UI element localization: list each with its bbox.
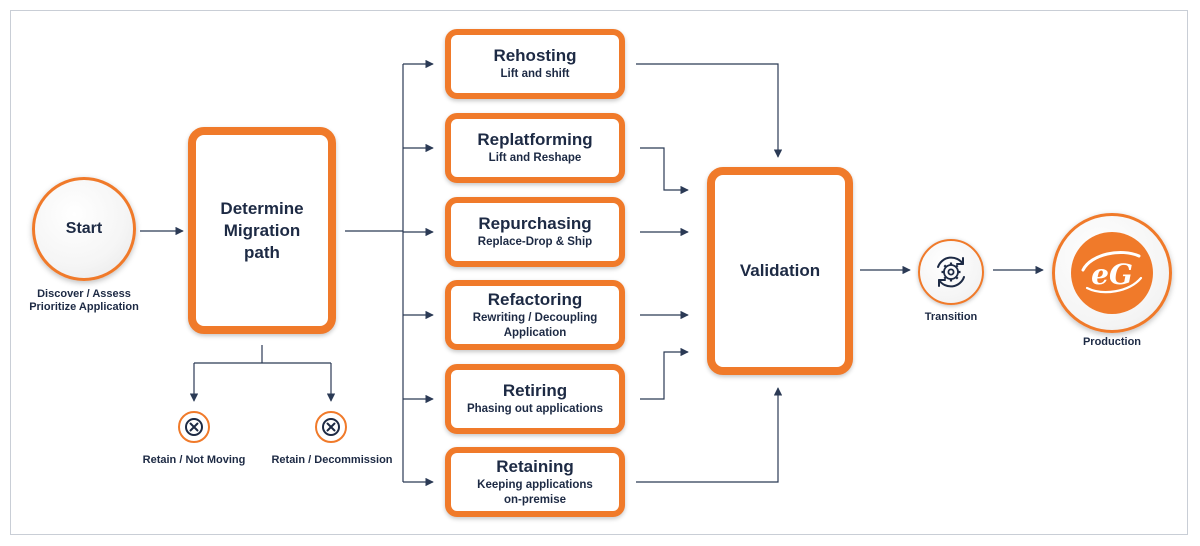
strategy-title: Retaining [496, 456, 574, 476]
determine-line3: path [244, 242, 280, 262]
determine-migration-box: Determine Migration path [188, 127, 336, 334]
strategy-retiring: Retiring Phasing out applications [445, 364, 625, 434]
strategy-subtitle-line2: on-premise [504, 493, 566, 506]
start-caption-line1: Discover / Assess [37, 288, 131, 300]
retain-not-moving-label: Retain / Not Moving [142, 454, 246, 466]
determine-line1: Determine [220, 198, 304, 218]
arrow-replatforming-to-validation [640, 147, 689, 195]
eg-logo-icon: eG [1071, 232, 1153, 314]
logo-text: eG [1091, 258, 1133, 291]
start-caption: Discover / Assess Prioritize Application [22, 288, 146, 314]
validation-label: Validation [739, 261, 821, 280]
strategy-title: Refactoring [487, 289, 583, 309]
diagram-frame [10, 10, 1188, 535]
production-label: Production [1082, 336, 1142, 348]
gear-cycle-icon [937, 256, 965, 288]
arrow-retiring-to-validation [640, 347, 689, 400]
strategy-title: Retiring [502, 381, 568, 400]
arrow-rehosting-to-validation [636, 63, 783, 158]
strategy-title: Replatforming [477, 130, 593, 149]
strategy-subtitle-line1: Rewriting / Decoupling [472, 311, 598, 324]
strategy-title: Repurchasing [478, 214, 592, 233]
strategy-repurchasing: Repurchasing Replace-Drop & Ship [445, 197, 625, 267]
transition-node [918, 239, 984, 305]
strategy-title: Rehosting [493, 46, 577, 65]
validation-box: Validation [707, 167, 853, 375]
strategy-refactoring: Refactoring Rewriting / Decoupling Appli… [445, 280, 625, 350]
strategy-subtitle: Lift and Reshape [488, 152, 582, 164]
start-node: Start [32, 177, 136, 281]
strategy-subtitle-line2: Application [503, 326, 567, 339]
start-caption-line2: Prioritize Application [29, 301, 139, 313]
transition-label: Transition [924, 311, 978, 323]
production-node: eG [1052, 213, 1172, 333]
determine-line2: Migration [223, 220, 301, 240]
x-circle-icon [315, 411, 347, 443]
strategy-subtitle: Replace-Drop & Ship [477, 236, 593, 248]
strategy-rehosting: Rehosting Lift and shift [445, 29, 625, 99]
retain-decommission-label: Retain / Decommission [271, 454, 393, 466]
start-label: Start [65, 220, 103, 237]
strategy-retaining: Retaining Keeping applications on-premis… [445, 447, 625, 517]
strategy-subtitle-line1: Keeping applications [477, 478, 593, 491]
arrow-retaining-to-validation [636, 387, 783, 483]
x-circle-icon [178, 411, 210, 443]
strategy-replatforming: Replatforming Lift and Reshape [445, 113, 625, 183]
strategy-subtitle: Lift and shift [500, 68, 570, 80]
strategy-subtitle: Phasing out applications [466, 403, 604, 415]
